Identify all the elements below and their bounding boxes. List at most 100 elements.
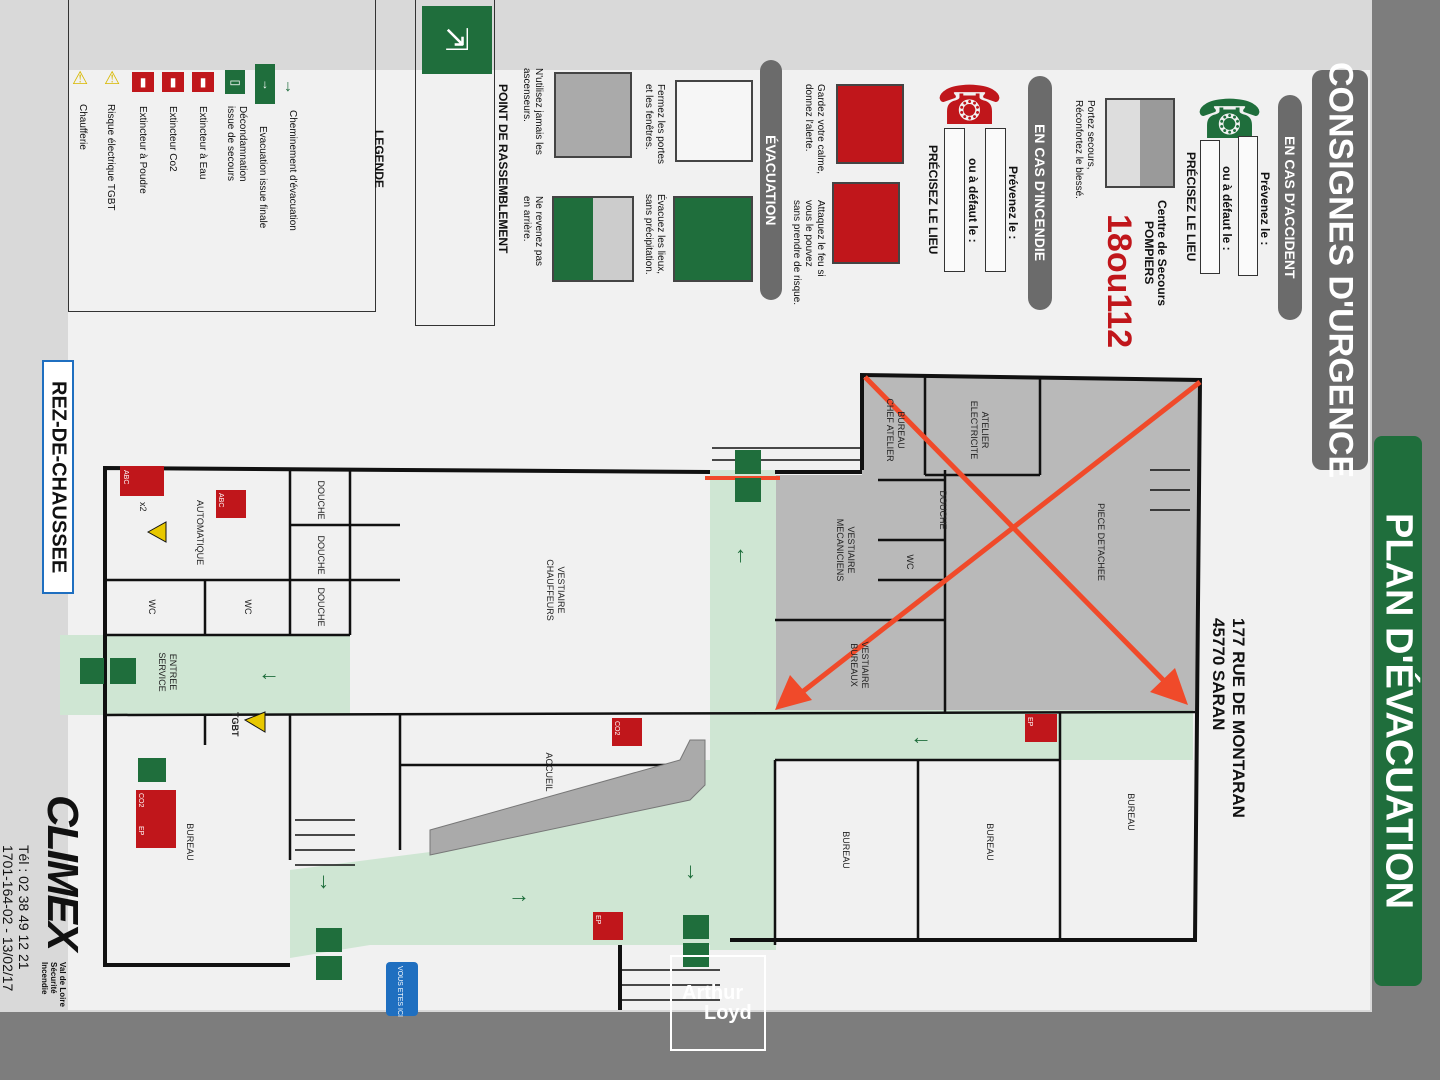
boiler-room-icon: ⚠ xyxy=(72,68,89,88)
room-label: ATELIER xyxy=(980,412,990,449)
extinguisher-label-co2: CO2 xyxy=(613,721,620,736)
room-label: CHEF ATELIER xyxy=(885,398,895,462)
rassemblement-label: POINT DE RASSEMBLEMENT xyxy=(496,84,510,254)
room-label: AUTOMATIQUE xyxy=(195,500,205,565)
legend-item: Evacuation issue finale xyxy=(257,126,268,229)
assembly-point-box xyxy=(415,0,495,326)
room-label: ENTREE xyxy=(168,654,178,691)
arrow-icon: → xyxy=(508,882,530,907)
door-release-icon: ▭ xyxy=(225,70,245,94)
room-label: VESTIAIRE xyxy=(860,641,870,688)
room-label: DOUCHE xyxy=(316,587,326,626)
accident-precisez-label: PRÉCISEZ LE LIEU xyxy=(1184,152,1198,262)
green-arrow-icon: ↓ xyxy=(284,78,292,95)
climex-logo: CLIMEX xyxy=(38,795,87,950)
co2-extinguisher-icon: ▮ xyxy=(162,72,184,92)
calme-text: Gardez votre calme,donnez l'alerte. xyxy=(803,84,826,175)
arrow-icon: ↑ xyxy=(735,542,746,567)
room-label: DOUCHE xyxy=(938,490,948,529)
room-label: ELECTRICITE xyxy=(969,401,979,460)
cross-arrowhead xyxy=(1150,668,1188,705)
room-label: CHAUFFEURS xyxy=(545,559,555,621)
incendie-contact-field-1 xyxy=(985,128,1006,272)
legend-item: Extincteur à Poudre xyxy=(137,106,148,194)
incendie-heading: EN CAS D'INCENDIE xyxy=(1028,76,1052,310)
cross-arrowhead xyxy=(775,675,812,710)
room-label: PIECE DETACHEE xyxy=(1096,503,1106,581)
room-label: MECANICIENS xyxy=(835,519,845,582)
no-elevator-image xyxy=(554,72,632,158)
accident-prevenez-label: Prévenez le : xyxy=(1258,172,1272,246)
legend-box xyxy=(68,0,376,312)
assembly-point-icon: ⇲ xyxy=(422,6,492,74)
incendie-precisez-label: PRÉCISEZ LE LIEU xyxy=(926,145,940,255)
room-label: VESTIAIRE xyxy=(846,526,856,573)
incendie-prevenez-label: Prévenez le : xyxy=(1006,166,1020,240)
arrow-icon: ↓ xyxy=(318,868,329,893)
fire-alarm-image xyxy=(836,84,904,164)
room-label: TGBT xyxy=(230,712,240,737)
fire-extinguisher-image xyxy=(832,182,900,264)
extinguisher-label-ep: EP xyxy=(137,826,144,836)
room-label: VESTIAIRE xyxy=(556,566,566,613)
incendie-defaut-label: ou à défaut le : xyxy=(966,158,980,243)
accident-contact-field-1 xyxy=(1238,136,1258,276)
evacuation-arrows: ↑← ←↓ →↓ xyxy=(258,542,932,907)
legend-item: Extincteur Co2 xyxy=(167,106,178,172)
room-label: BUREAU xyxy=(985,823,995,861)
room-label: x2 xyxy=(138,502,148,512)
room-label: BUREAU xyxy=(185,823,195,861)
floor-label: REZ-DE-CHAUSSEE xyxy=(42,360,74,594)
accident-portez-text: Portez secours,Réconfortez le blessé. xyxy=(1073,100,1096,199)
consignes-heading: CONSIGNES D'URGENCE xyxy=(1312,62,1368,478)
first-aid-image xyxy=(1105,98,1175,188)
legend-item: Chaufferie xyxy=(77,104,88,150)
electrical-hazard-icon: ⚠ xyxy=(104,68,121,88)
extinguisher-label-abc: ABC xyxy=(217,493,224,507)
legend-item: Cheminement d'évacuation xyxy=(287,110,298,231)
arrow-icon: ↓ xyxy=(685,858,696,883)
legend-item: Risque électrique TGBT xyxy=(105,104,116,211)
extinguisher-label-ep: EP xyxy=(1026,717,1033,727)
close-doors-image xyxy=(675,80,753,162)
incendie-contact-field-2 xyxy=(944,128,965,272)
extinguisher-labels: ABC ABC CO2 EP CO2 EP EP xyxy=(122,470,1033,925)
accident-contact-field-2 xyxy=(1200,140,1220,274)
extinguisher-label-ep: EP xyxy=(594,915,601,925)
evacuation-heading: ÉVACUATION xyxy=(760,60,782,300)
evacuation-corridors xyxy=(60,470,1193,958)
legend-heading: LEGENDE xyxy=(372,130,386,189)
emergency-numbers: 18ou112 xyxy=(1100,214,1138,349)
room-label: BUREAU xyxy=(841,831,851,869)
legend-item: Extincteur à Eau xyxy=(197,106,208,180)
water-extinguisher-icon: ▮ xyxy=(192,72,214,92)
extinguisher-label-co2: CO2 xyxy=(137,793,144,808)
plan-title: PLAN D'ÉVACUATION xyxy=(1374,436,1422,986)
out-of-use-area xyxy=(775,375,1200,710)
arrow-icon: ← xyxy=(258,660,280,685)
you-are-here-icon xyxy=(386,962,418,1016)
no-return-image xyxy=(552,196,634,282)
exterior-walls xyxy=(103,372,1203,1010)
room-label: BUREAU xyxy=(1126,793,1136,831)
legend-item: Décondamnation issue de secours xyxy=(225,106,248,182)
hazard-signs xyxy=(146,521,266,733)
room-label: WC xyxy=(905,555,915,570)
interior-walls xyxy=(104,375,1196,945)
evacuez-text: Évacuez les lieux,sans précipitation. xyxy=(643,194,666,275)
you-are-here-label: VOUS ETES ICI xyxy=(396,966,403,1017)
accident-heading: EN CAS D'ACCIDENT xyxy=(1278,95,1302,320)
out-of-use-cross xyxy=(790,375,1202,702)
extinguishers xyxy=(120,466,1057,940)
extinguisher-label-abc: ABC xyxy=(122,470,129,484)
room-label: ACCUEIL xyxy=(544,752,554,791)
